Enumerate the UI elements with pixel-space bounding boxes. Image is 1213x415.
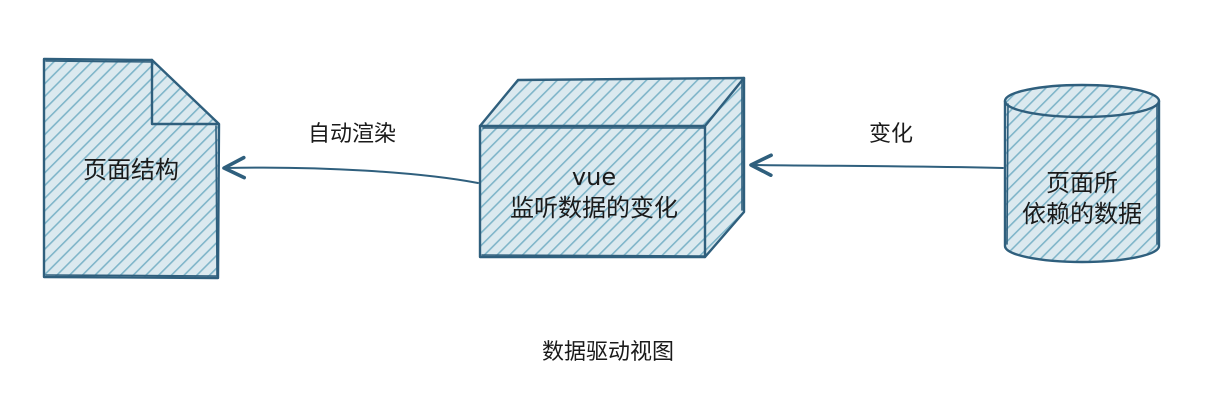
vue-label-line2: 监听数据的变化 — [510, 194, 678, 222]
change-arrow — [749, 153, 1004, 178]
change-edge: 变化 — [749, 122, 1004, 178]
document-outline — [42, 57, 221, 280]
page-structure-label: 页面结构 — [83, 156, 179, 184]
page-data-label-line2: 依赖的数据 — [1022, 200, 1142, 228]
diagram-caption: 数据驱动视图 — [542, 340, 674, 365]
box-front-face — [480, 126, 705, 257]
cylinder-body — [1005, 85, 1159, 262]
vue-label-line1: vue — [572, 163, 616, 191]
auto-render-edge: 自动渲染 — [222, 122, 479, 184]
box-top-face — [480, 78, 744, 126]
cylinder-sketch — [1006, 103, 1158, 245]
change-label: 变化 — [869, 122, 913, 147]
document-shape — [44, 60, 218, 277]
box-sketch — [481, 79, 743, 257]
cylinder-outline — [1003, 99, 1161, 264]
document-outline-sketch — [45, 60, 218, 277]
box-right-face — [705, 78, 744, 257]
vue-watcher-node: vue 监听数据的变化 — [478, 76, 746, 259]
page-data-label-line1: 页面所 — [1046, 169, 1118, 197]
box-edges — [478, 76, 746, 259]
page-structure-node: 页面结构 — [42, 57, 221, 280]
auto-render-label: 自动渲染 — [308, 122, 396, 147]
auto-render-arrow — [222, 155, 479, 184]
page-data-node: 页面所 依赖的数据 — [1003, 83, 1161, 264]
document-fold — [150, 58, 220, 126]
cylinder-top-outline — [1003, 83, 1161, 119]
cylinder-top — [1005, 85, 1159, 117]
box-outline — [478, 76, 746, 259]
